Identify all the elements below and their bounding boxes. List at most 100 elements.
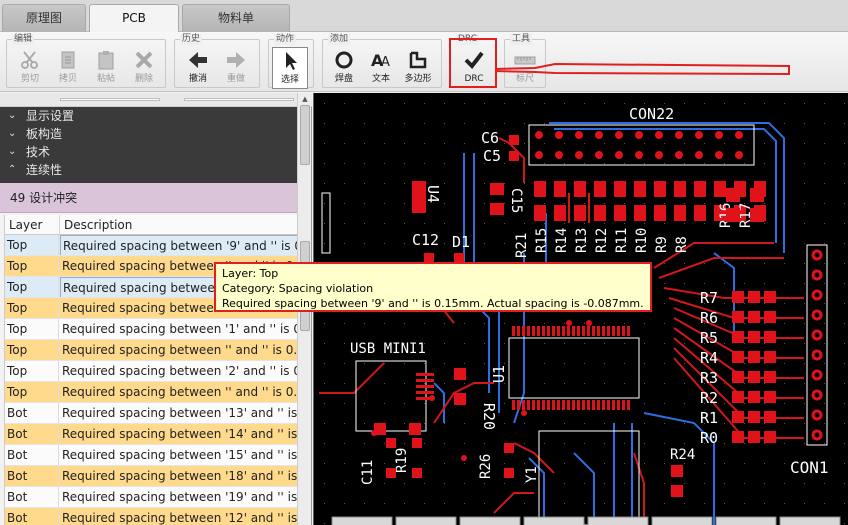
grid-dot xyxy=(424,443,425,444)
grid-dot xyxy=(464,423,465,424)
grid-dot xyxy=(324,323,325,324)
silk-label-y1: Y1 xyxy=(524,466,540,483)
via xyxy=(461,455,467,461)
grid-dot xyxy=(604,443,605,444)
top-trace xyxy=(493,492,534,514)
cell-layer: Bot xyxy=(5,403,59,423)
polygon-button[interactable]: 多边形 xyxy=(400,47,436,89)
panel-scroll-thumb[interactable] xyxy=(300,105,310,165)
section-technology[interactable]: ⌄技术 xyxy=(8,145,51,159)
tooltip-category: Category: Spacing violation xyxy=(222,282,374,295)
grid-dot xyxy=(444,103,445,104)
resistor-pad xyxy=(412,468,422,478)
redo-button[interactable]: 重做 xyxy=(218,47,254,89)
grid-dot xyxy=(364,103,365,104)
resistor-pad xyxy=(574,181,586,197)
tab-pcb[interactable]: PCB xyxy=(89,4,179,33)
canvas-layer-tab xyxy=(651,516,713,525)
grid-dot xyxy=(784,403,785,404)
grid-dot xyxy=(324,363,325,364)
grid-dot xyxy=(424,163,425,164)
ic-pin xyxy=(582,326,585,336)
section-display-settings[interactable]: ⌄显示设置 xyxy=(8,109,75,123)
ruler-button[interactable]: 标尺 xyxy=(507,47,543,89)
column-header-layer[interactable]: Layer xyxy=(5,215,60,235)
resistor-pad xyxy=(732,311,744,323)
cap-pad xyxy=(490,203,504,215)
undo-button[interactable]: 撤消 xyxy=(180,47,216,89)
paste-button[interactable]: 粘帖 xyxy=(88,47,124,89)
cell-layer: Top xyxy=(5,235,59,255)
grid-dot xyxy=(424,223,425,224)
grid-dot xyxy=(384,483,385,484)
resistor-pad xyxy=(764,351,776,363)
ic-pin xyxy=(587,400,590,410)
tooltip-message: Required spacing between '9' and '' is 0… xyxy=(222,297,644,310)
ic-pin xyxy=(542,326,545,336)
grid-dot xyxy=(444,243,445,244)
scroll-up-icon[interactable]: ▲ xyxy=(302,95,308,103)
column-header-description[interactable]: Description xyxy=(60,215,297,235)
select-button[interactable]: 选择 xyxy=(272,47,308,89)
grid-dot xyxy=(744,203,745,204)
cell-layer: Top xyxy=(5,256,59,276)
design-conflicts-header[interactable]: 49 设计冲突 xyxy=(0,183,297,213)
copy-button[interactable]: 拷贝 xyxy=(50,47,86,89)
grid-dot xyxy=(424,143,425,144)
delete-button[interactable]: 删除 xyxy=(126,47,162,89)
tab-schematic[interactable]: 原理图 xyxy=(2,4,86,32)
grid-dot xyxy=(484,163,485,164)
grid-dot xyxy=(664,263,665,264)
grid-dot xyxy=(384,503,385,504)
grid-dot xyxy=(484,403,485,404)
grid-dot xyxy=(824,143,825,144)
grid-dot xyxy=(664,283,665,284)
section-list: ⌄显示设置 ⌄板构造 ⌄技术 ⌃连续性 xyxy=(0,107,297,183)
copy-icon xyxy=(61,51,75,69)
grid-dot xyxy=(804,323,805,324)
grid-dot xyxy=(624,483,625,484)
grid-dot xyxy=(844,123,845,124)
grid-dot xyxy=(684,283,685,284)
grid-dot xyxy=(644,383,645,384)
grid-dot xyxy=(324,343,325,344)
grid-dot xyxy=(784,263,785,264)
zoom-slider-left[interactable] xyxy=(60,98,160,101)
section-continuity[interactable]: ⌃连续性 xyxy=(8,163,63,177)
cell-description: Required spacing between '' and '' is 0.… xyxy=(62,343,297,357)
cursor-icon xyxy=(286,52,297,70)
grid-dot xyxy=(424,363,425,364)
drc-button[interactable]: DRC xyxy=(456,47,492,89)
cut-button[interactable]: 剪切 xyxy=(12,47,48,89)
pcb-drawing[interactable]: CON22R15R14R13R12R11R10R9R8R16R17C6C5U4C… xyxy=(314,93,848,525)
zoom-slider-right[interactable] xyxy=(184,98,294,101)
tab-bom[interactable]: 物料单 xyxy=(182,4,290,32)
grid-dot xyxy=(484,503,485,504)
pad-button[interactable]: 焊盘 xyxy=(326,47,362,89)
top-trace xyxy=(663,287,804,299)
cell-layer: Bot xyxy=(5,445,59,465)
grid-dot xyxy=(544,423,545,424)
section-board-structure[interactable]: ⌄板构造 xyxy=(8,127,63,141)
grid-dot xyxy=(704,443,705,444)
clipboard-icon xyxy=(98,51,114,70)
silk-label-con22: CON22 xyxy=(629,105,674,123)
select-label: 选择 xyxy=(280,75,299,85)
grid-dot xyxy=(844,263,845,264)
grid-dot xyxy=(764,443,765,444)
grid-dot xyxy=(324,163,325,164)
ic-pin xyxy=(582,400,585,410)
grid-dot xyxy=(784,383,785,384)
